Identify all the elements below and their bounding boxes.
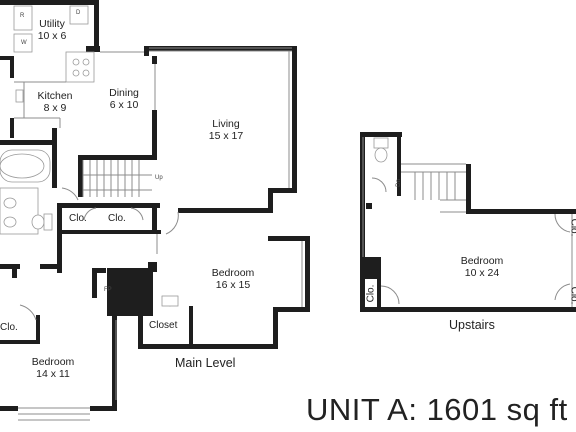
unit-title: UNIT A: 1601 sq ft: [306, 392, 568, 427]
room-label-dining: Dining 6 x 10: [109, 87, 139, 111]
refrigerator-label: R: [20, 13, 25, 19]
room-name: Utility: [39, 18, 65, 30]
closet-label-bedroom-sw: Clo.: [0, 322, 18, 333]
room-label-bedroom-main: Bedroom 16 x 15: [212, 267, 255, 291]
room-name: Bedroom: [211, 267, 255, 279]
washer-label: W: [21, 40, 27, 46]
stairs-down-label: Dn: [395, 179, 402, 187]
room-label-utility: Utility 10 x 6: [38, 18, 67, 42]
room-dimensions: 16 x 15: [215, 279, 251, 291]
room-name: Bedroom: [460, 255, 504, 267]
closet-label-bedroom-main: Closet: [149, 320, 178, 331]
upstairs-details: [362, 137, 573, 307]
room-name: Kitchen: [37, 90, 73, 102]
room-dimensions: 10 x 6: [37, 30, 67, 42]
upstairs-walls: [360, 132, 576, 312]
room-name: Living: [212, 118, 240, 130]
stairs-up-label: Up: [155, 175, 163, 181]
upstairs-level-label: Upstairs: [449, 318, 495, 332]
room-label-kitchen: Kitchen 8 x 9: [37, 90, 72, 114]
closet-label-hall-2: Clo.: [108, 213, 126, 224]
fireplace-label: FP: [104, 287, 112, 293]
closet-label-upstairs-right-bottom: Clo.: [568, 286, 576, 305]
room-dimensions: 10 x 24: [464, 267, 500, 279]
main-level-walls: [0, 0, 310, 411]
closet-label-upstairs-right-top: Clo.: [568, 218, 576, 237]
dryer-label: D: [76, 10, 81, 16]
room-dimensions: 15 x 17: [208, 130, 244, 142]
room-label-bedroom-sw: Bedroom 14 x 11: [32, 356, 75, 380]
room-dimensions: 14 x 11: [36, 368, 70, 380]
closet-label-hall-1: Clo.: [69, 213, 87, 224]
room-name: Bedroom: [31, 356, 75, 368]
room-label-bedroom-upstairs: Bedroom 10 x 24: [461, 255, 504, 279]
main-level-label: Main Level: [175, 356, 236, 370]
closet-label-upstairs-left: Clo.: [365, 284, 377, 303]
room-label-living: Living 15 x 17: [209, 118, 243, 142]
room-dimensions: 8 x 9: [43, 102, 67, 114]
room-name: Dining: [109, 87, 139, 99]
room-dimensions: 6 x 10: [109, 99, 139, 111]
main-level-details: [0, 5, 303, 421]
